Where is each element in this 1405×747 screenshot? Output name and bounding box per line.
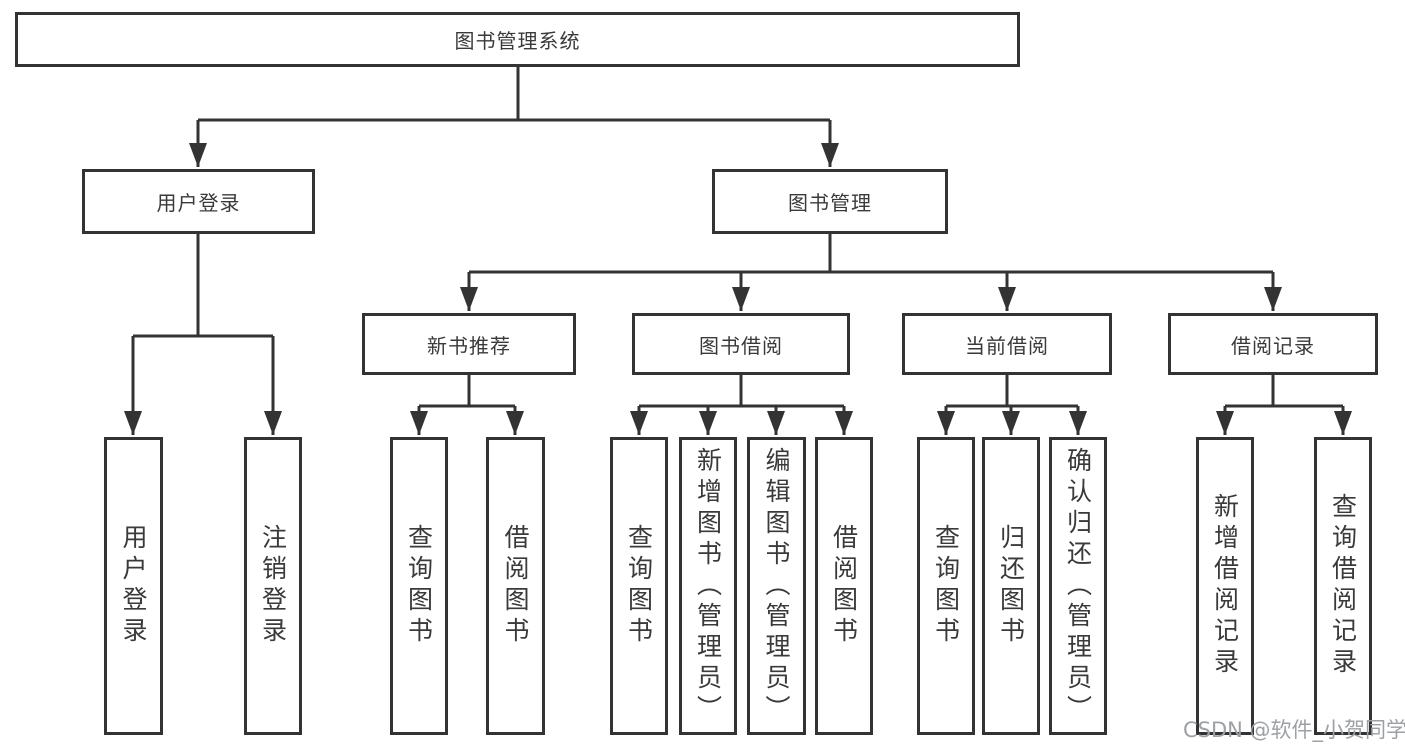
leaf-confirm-return-admin: 确认归还（管理员） <box>1049 437 1107 735</box>
node-new-book-recommend-label: 新书推荐 <box>427 333 511 358</box>
leaf-borrow-book-label: 借阅图书 <box>829 524 859 648</box>
leaf-add-borrow-record-label: 新增借阅记录 <box>1210 493 1240 679</box>
leaf-add-borrow-record: 新增借阅记录 <box>1196 437 1254 735</box>
leaf-user-login-label: 用户登录 <box>119 524 148 648</box>
node-user-login: 用户登录 <box>82 169 315 234</box>
leaf-edit-book-admin: 编辑图书（管理员） <box>747 437 806 735</box>
node-root: 图书管理系统 <box>15 12 1020 67</box>
node-book-management-label: 图书管理 <box>788 191 872 215</box>
connector-user-login <box>124 234 282 435</box>
connector-root <box>189 67 839 167</box>
leaf-newbook-query: 查询图书 <box>390 437 448 735</box>
node-current-borrow-label: 当前借阅 <box>965 333 1049 358</box>
node-book-management: 图书管理 <box>712 169 948 234</box>
leaf-query-borrow-record: 查询借阅记录 <box>1314 437 1372 735</box>
node-book-borrow: 图书借阅 <box>632 313 850 375</box>
node-user-login-label: 用户登录 <box>156 191 241 215</box>
connector-new-book <box>410 375 524 435</box>
leaf-return-book: 归还图书 <box>982 437 1040 735</box>
leaf-newbook-borrow: 借阅图书 <box>486 437 545 735</box>
connector-book-borrow <box>630 375 853 435</box>
leaf-borrow-query: 查询图书 <box>610 437 668 735</box>
connector-current-borrow <box>937 375 1087 435</box>
leaf-logout-label: 注销登录 <box>258 524 288 648</box>
node-root-label: 图书管理系统 <box>454 29 581 53</box>
watermark: CSDN @软件_小贺同学 <box>1183 718 1405 742</box>
node-book-borrow-label: 图书借阅 <box>699 333 783 358</box>
node-current-borrow: 当前借阅 <box>902 313 1112 375</box>
leaf-newbook-query-label: 查询图书 <box>404 524 434 648</box>
connector-book-management <box>460 234 1282 311</box>
connector-borrow-records <box>1216 375 1352 435</box>
node-borrow-records: 借阅记录 <box>1168 313 1378 375</box>
leaf-user-login: 用户登录 <box>104 437 163 735</box>
node-borrow-records-label: 借阅记录 <box>1231 333 1315 358</box>
leaf-current-query: 查询图书 <box>917 437 975 735</box>
leaf-add-book-admin-label: 新增图书（管理员） <box>693 446 723 726</box>
leaf-logout: 注销登录 <box>244 437 302 735</box>
node-new-book-recommend: 新书推荐 <box>362 313 576 375</box>
leaf-confirm-return-admin-label: 确认归还（管理员） <box>1063 446 1093 726</box>
leaf-borrow-book: 借阅图书 <box>815 437 873 735</box>
leaf-return-book-label: 归还图书 <box>996 524 1026 648</box>
leaf-edit-book-admin-label: 编辑图书（管理员） <box>762 446 791 726</box>
leaf-query-borrow-record-label: 查询借阅记录 <box>1328 493 1358 679</box>
leaf-borrow-query-label: 查询图书 <box>624 524 654 648</box>
leaf-newbook-borrow-label: 借阅图书 <box>501 524 530 648</box>
leaf-add-book-admin: 新增图书（管理员） <box>679 437 737 735</box>
leaf-current-query-label: 查询图书 <box>931 524 961 648</box>
